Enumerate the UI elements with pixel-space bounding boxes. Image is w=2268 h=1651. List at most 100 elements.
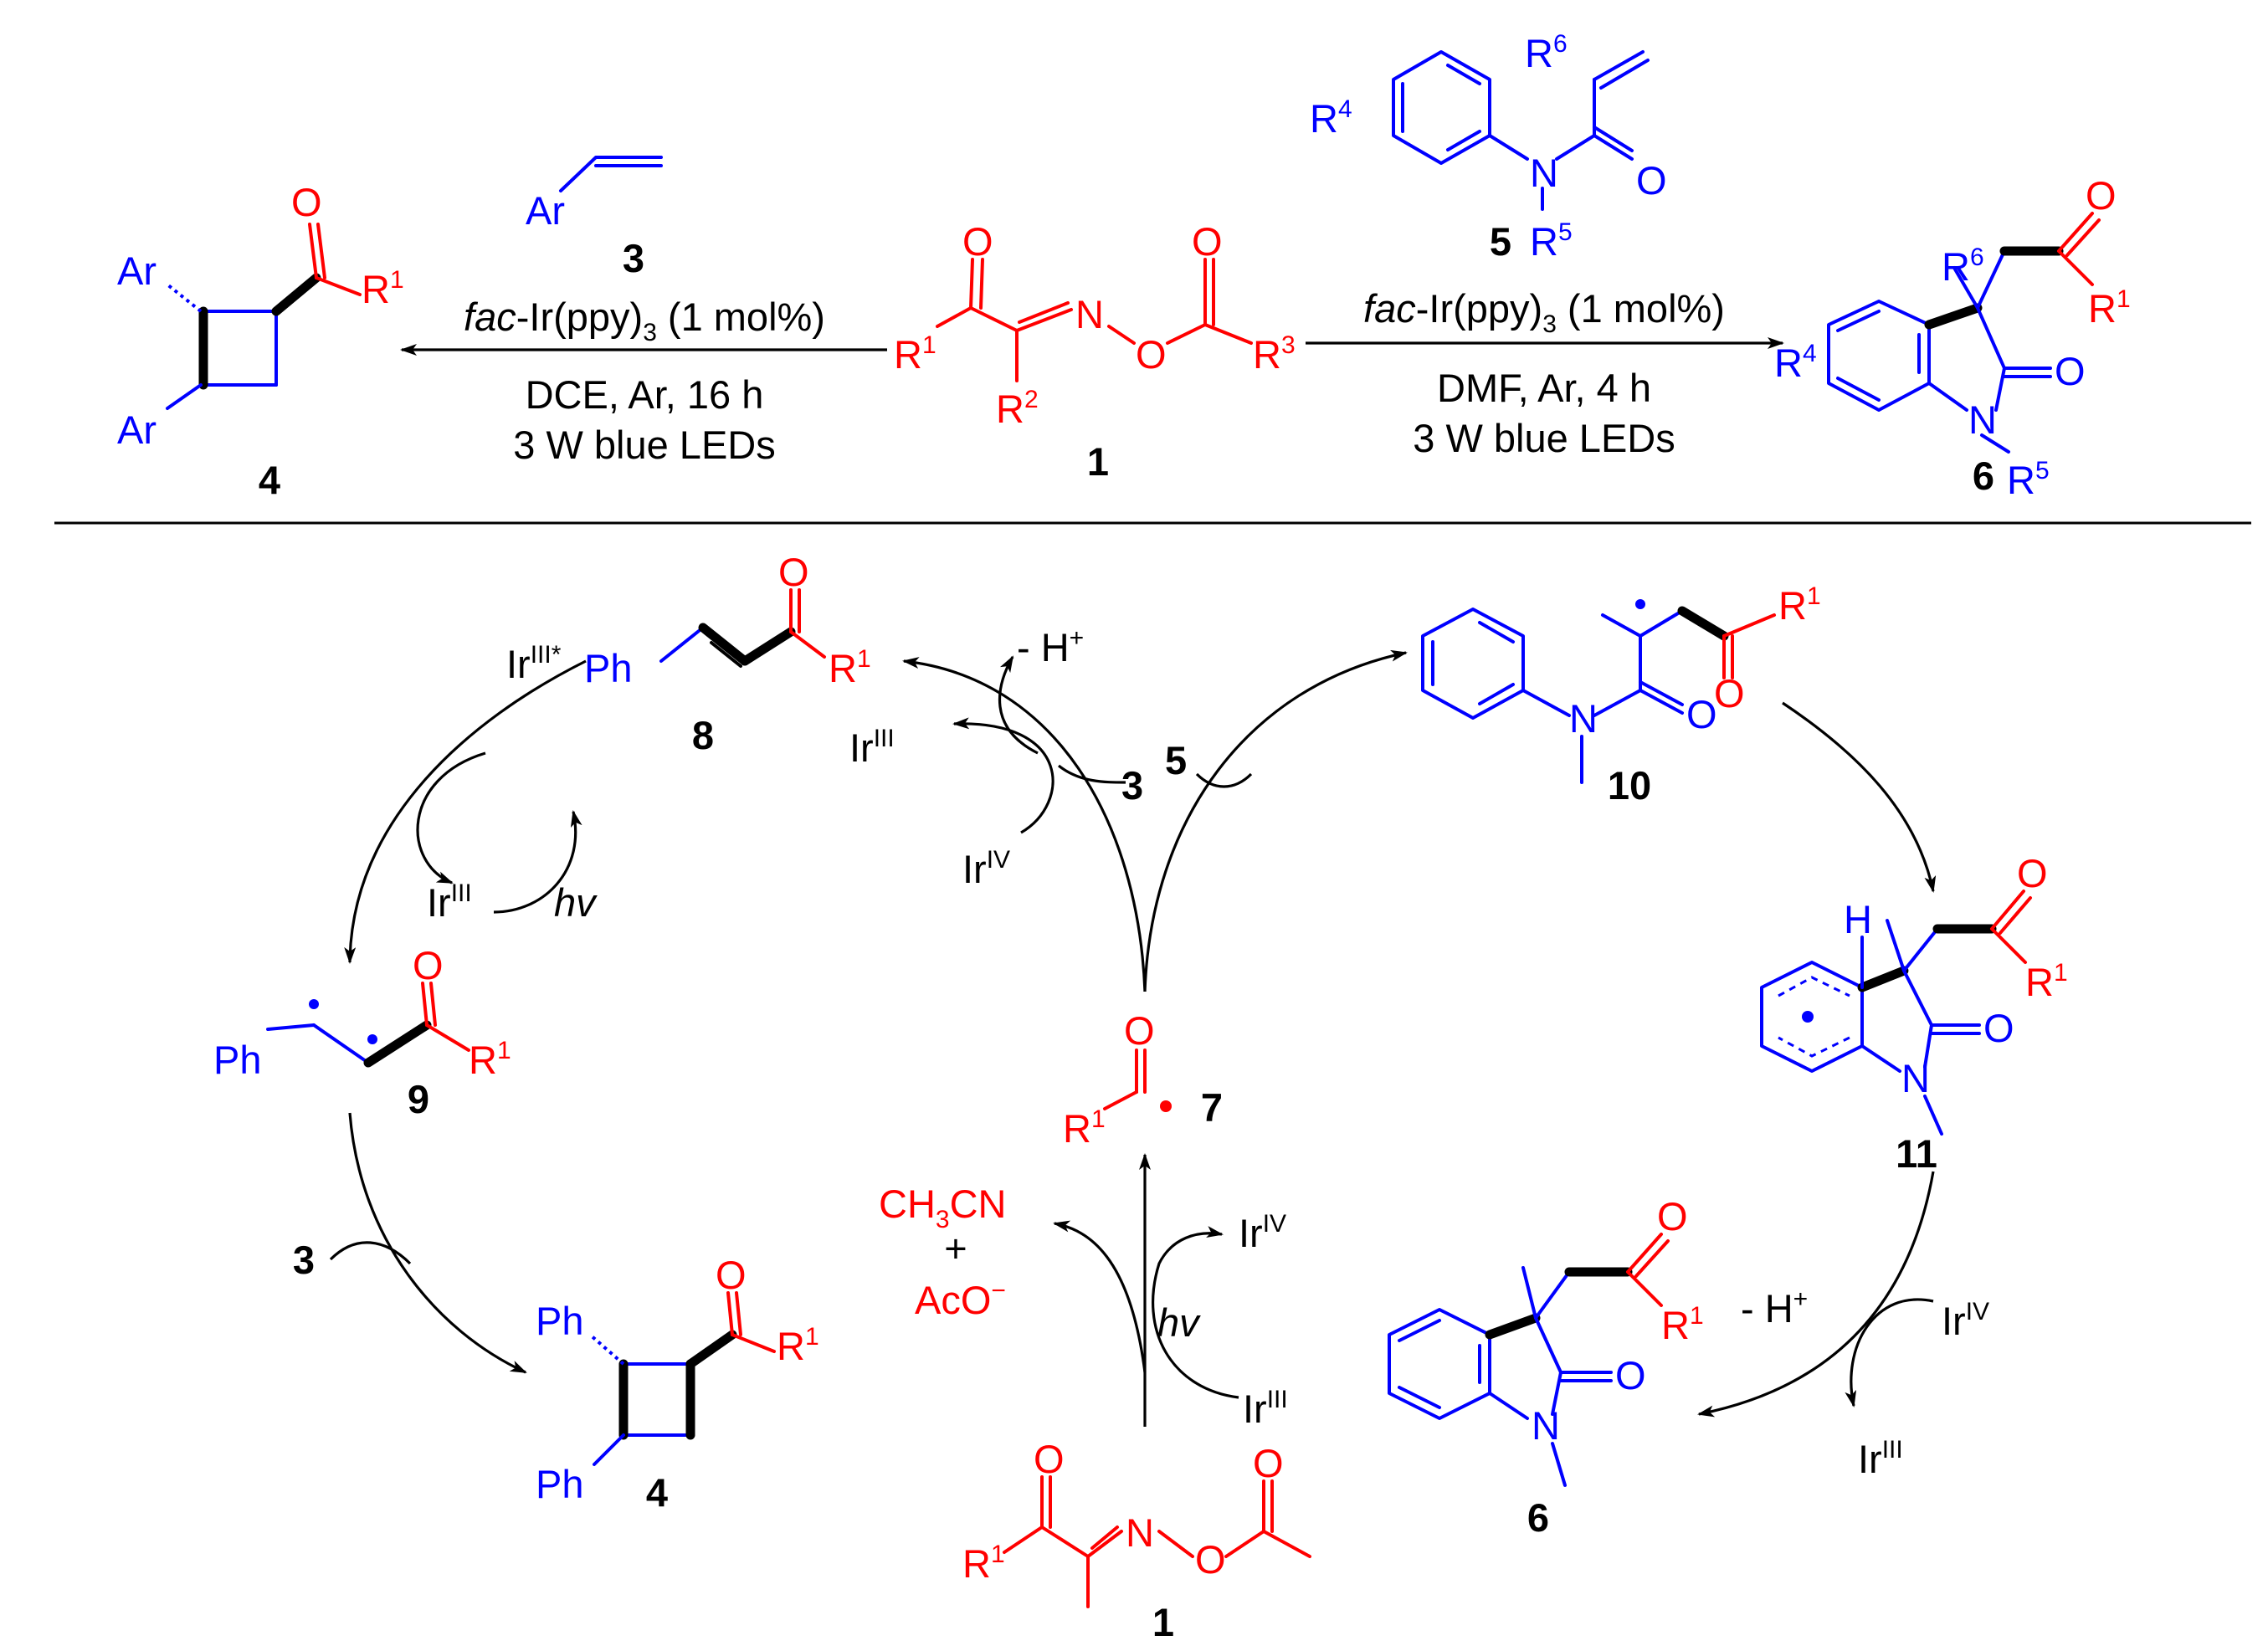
compound-6-bottom: 6 [1527,1495,1549,1540]
h-label-11: H [1844,897,1872,941]
right-arrow-catalyst: fac-Ir(ppy)3 (1 mol%) [1363,286,1725,338]
o-label-6top-lactam: O [2055,349,2086,393]
compound-11: 11 [1896,1131,1937,1176]
r1-label-1top: R1 [894,331,936,377]
compound-10: 10 [1608,763,1651,808]
r1-label-7: R1 [1063,1105,1106,1151]
arrow-11-to-6 [1697,1171,1935,1418]
o-label-11-lactam: O [1983,1006,2014,1050]
o-label-5: O [1636,158,1667,203]
arrow-ir4-to-ir3-right [1845,1298,1934,1407]
ph-label-8: Ph [584,646,633,690]
n-label-6top: N [1968,397,1997,442]
hv-label-left: hv [554,880,598,925]
compound-4-bottom: 4 [646,1470,668,1515]
o-label-6bottom-lactam: O [1615,1353,1646,1397]
enone-8-structure [659,588,826,668]
n-label-1bottom: N [1126,1510,1154,1555]
r6-label-6top: R6 [1942,244,1984,289]
o-label-1top-ether: O [1136,332,1167,377]
ir3-label-bottom: IrIII [1243,1386,1288,1431]
n-label-5: N [1530,151,1558,195]
r1-label-6bottom: R1 [1661,1302,1704,1347]
r5-label-6top: R5 [2007,457,2050,502]
left-arrow-catalyst: fac-Ir(ppy)3 (1 mol%) [464,295,825,346]
styrene-structure [559,156,663,192]
minus-h-plus-top: - H+ [1017,624,1084,669]
r4-label-6top: R4 [1774,340,1817,385]
arrow-9-to-4 [348,1112,527,1374]
compound-7: 7 [1201,1085,1223,1130]
r1-label-9: R1 [469,1037,511,1082]
byproduct-plus: + [944,1226,967,1270]
arrow-8-to-9 [344,659,587,964]
o-label-6top-ketone: O [2086,173,2117,218]
o-label-1bottom-ketone: O [1034,1437,1065,1481]
compound-1-top: 1 [1087,439,1109,484]
compound-4-top: 4 [259,458,280,502]
oxindole-6-top [1827,212,2101,454]
cyclobutane-4-bottom [588,1291,776,1466]
arrow-byproduct-release [1053,1220,1147,1373]
left-arrow-conditions-2: 3 W blue LEDs [513,423,775,467]
acyl-radical-7-structure [1103,1049,1147,1110]
o-label-7: O [1124,1008,1155,1053]
o-label-10-ketone: O [1714,671,1745,715]
hv-label-center: hv [1157,1300,1201,1345]
ph-label-4bottom-upper: Ph [536,1299,584,1343]
reagent-3-curve-bottom [329,1241,412,1265]
arrow-10-to-11 [1782,701,1937,893]
arrow-ir3-to-ir4-bottom [1152,1226,1239,1399]
ir3-label-left: IrIII [427,879,472,925]
reagent-3-label-bottom: 3 [293,1238,315,1282]
left-arrow-conditions-1: DCE, Ar, 16 h [526,372,764,417]
arrow-7-to-10 [1143,649,1408,992]
right-arrow-conditions-1: DMF, Ar, 4 h [1437,366,1651,410]
reagent-5-label: 5 [1165,738,1187,782]
o-label-10-amide: O [1686,692,1717,736]
compound-8: 8 [692,713,714,757]
r1-label-6top: R1 [2088,285,2131,331]
arrow-ir3star-to-ir3 [416,751,486,884]
reagent-3-label-top: 3 [1121,763,1143,808]
oxindole-6-bottom [1388,1233,1670,1487]
reagent-5-curve [1195,772,1253,788]
o-label-9: O [413,943,444,987]
o-label-6bottom-ketone: O [1657,1194,1688,1238]
o-label-8: O [778,550,809,594]
r1-label-8: R1 [829,645,871,690]
right-arrow-conditions-2: 3 W blue LEDs [1413,416,1675,460]
r6-label-5: R6 [1525,30,1568,75]
ph-label-9: Ph [213,1038,262,1082]
o-label-1bottom-ester: O [1253,1441,1284,1485]
r1-label-11: R1 [2025,959,2068,1004]
o-label-11-ketone: O [2017,851,2048,895]
ar-label-4top-upper: Ar [117,249,157,293]
r1-label-1bottom: R1 [962,1541,1005,1586]
o-label-4top: O [291,180,322,224]
compound-3-top: 3 [623,236,644,280]
arrow-ir3-to-ir3star [493,810,582,914]
r1-label-10: R1 [1778,582,1821,628]
cyclized-radical-11-structure [1760,890,2032,1136]
r1-label-4top: R1 [362,266,404,311]
ir4-label-top: IrIV [962,846,1010,891]
ir3-label-right: IrIII [1858,1436,1903,1481]
n-label-1top: N [1075,292,1104,336]
byproduct-ch3cn: CH3CN [879,1182,1006,1233]
arrow-7-to-8 [902,657,1147,992]
o-label-1top-ketone: O [962,219,993,264]
n-label-11: N [1901,1056,1930,1100]
o-label-4bottom: O [716,1253,747,1297]
ir4-label-right: IrIV [1942,1298,1989,1343]
r2-label-1top: R2 [996,386,1039,431]
o-label-1bottom-ether: O [1195,1537,1226,1582]
r1-label-4bottom: R1 [777,1323,819,1368]
compound-6-top: 6 [1973,454,1994,498]
arrow-ir4-to-ir3-top [952,717,1054,834]
compound-1-bottom: 1 [1152,1600,1174,1644]
ph-label-4bottom-lower: Ph [536,1462,584,1506]
ir3-label-top: IrIII [849,725,895,770]
minus-h-plus-bottom: - H+ [1741,1285,1808,1331]
